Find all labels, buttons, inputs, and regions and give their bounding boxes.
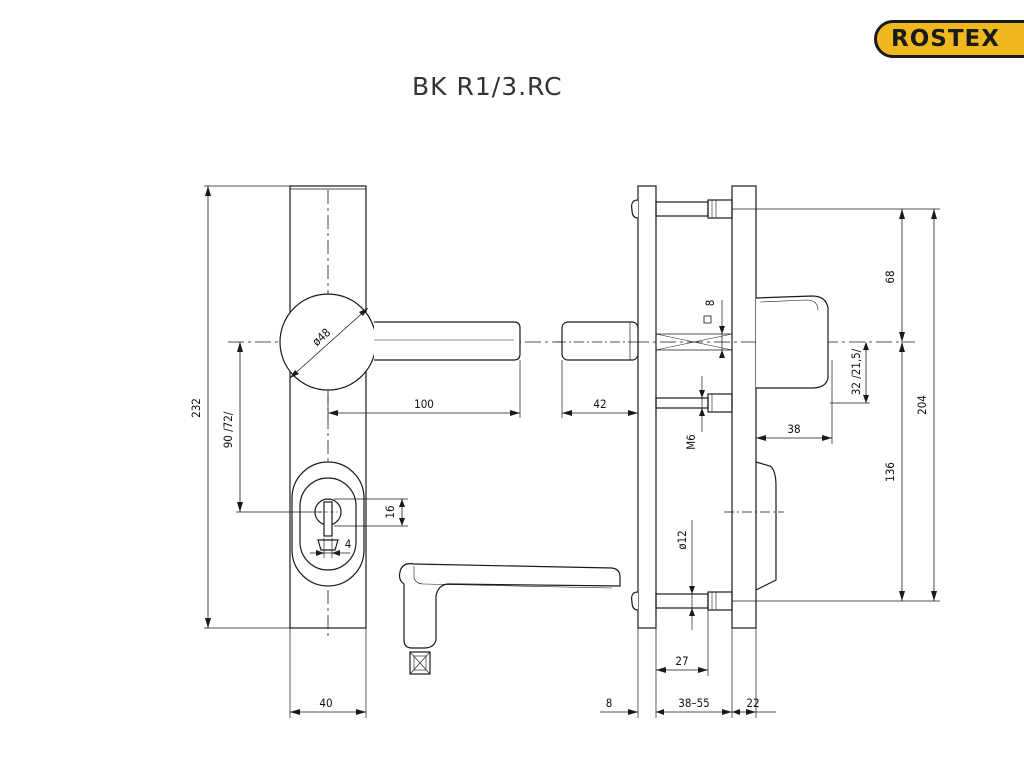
brand-logo-text: ROSTEX bbox=[891, 26, 1000, 52]
dim-axis-spacing: 90 /72/ bbox=[221, 411, 235, 448]
lever-handle bbox=[374, 321, 521, 361]
cylinder-guard bbox=[755, 295, 829, 389]
dim-upper-screw-to-axis: 68 bbox=[883, 270, 897, 283]
dim-screw-bush-diameter: ø12 bbox=[675, 530, 689, 550]
square-spindle bbox=[409, 651, 431, 675]
handle-stub bbox=[561, 321, 639, 361]
upper-screw bbox=[631, 199, 733, 219]
lower-screw bbox=[631, 591, 733, 611]
dim-door-thickness: 38–55 bbox=[678, 696, 710, 710]
dim-spindle-square: 8 bbox=[703, 300, 717, 307]
brand-logo: ROSTEX bbox=[874, 20, 1024, 58]
front-view bbox=[204, 185, 915, 718]
handle-sketch bbox=[398, 563, 621, 649]
dim-overall-height: 232 bbox=[189, 398, 203, 418]
dim-handle-side-depth: 42 bbox=[593, 397, 606, 411]
dim-handle-projection: 100 bbox=[414, 397, 434, 411]
dim-key-slot-height: 16 bbox=[383, 505, 397, 518]
dim-screw-spacing: 204 bbox=[915, 395, 929, 415]
inner-plate bbox=[637, 185, 657, 629]
dim-axis-to-cylinder-edge: 32 /21,5/ bbox=[849, 348, 863, 395]
dim-axis-to-lower-screw: 136 bbox=[883, 462, 897, 482]
dim-plate-width: 40 bbox=[319, 696, 332, 710]
dim-inner-plate-thickness: 8 bbox=[606, 696, 613, 710]
middle-screw bbox=[655, 393, 733, 413]
dim-cylinder-guard-projection: 38 bbox=[787, 422, 800, 436]
handle-perspective-view bbox=[398, 563, 621, 675]
side-view bbox=[556, 185, 940, 718]
dim-screw-thread: M6 bbox=[684, 434, 698, 450]
dim-outer-plate-thickness: 22 bbox=[746, 696, 759, 710]
drawing-title: BK R1/3.RC bbox=[412, 72, 563, 101]
dim-bush-length: 27 bbox=[675, 654, 688, 668]
dim-key-slot-offset: 4 bbox=[345, 537, 352, 551]
outer-plate bbox=[731, 185, 757, 629]
